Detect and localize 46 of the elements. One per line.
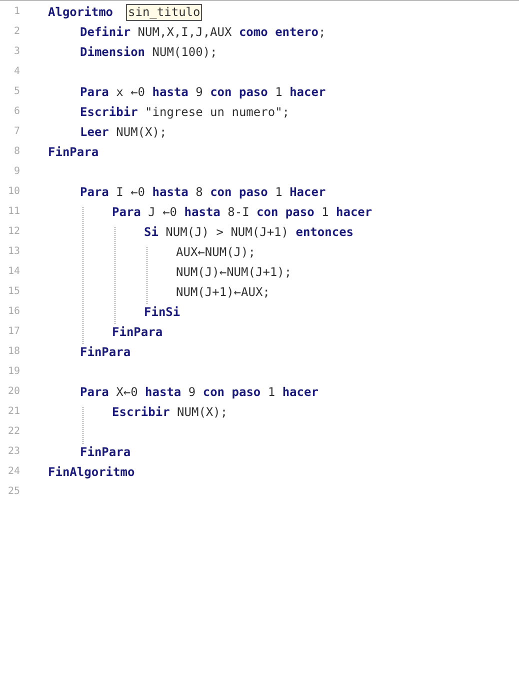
code-line: FinPara — [112, 325, 163, 339]
code-line: Para I ←0 hasta 8 con paso 1 Hacer — [80, 185, 326, 199]
code-line: AUX←NUM(J); — [176, 245, 256, 259]
code-line: FinPara — [48, 145, 99, 159]
line-number: 1 — [12, 6, 20, 17]
line-number: 6 — [12, 106, 20, 117]
code-line: Escribir "ingrese un numero"; — [80, 105, 290, 119]
code-line: Dimension NUM(100); — [80, 45, 218, 59]
line-number: 15 — [6, 286, 20, 297]
line-number: 13 — [6, 246, 20, 257]
line-number: 10 — [6, 186, 20, 197]
line-number: 20 — [6, 386, 20, 397]
code-line: Definir NUM,X,I,J,AUX como entero; — [80, 25, 326, 39]
line-number: 8 — [12, 146, 20, 157]
code-line: FinAlgoritmo — [48, 465, 135, 479]
code-line: NUM(J+1)←AUX; — [176, 285, 270, 299]
line-number: 12 — [6, 226, 20, 237]
line-number: 23 — [6, 446, 20, 457]
line-number: 14 — [6, 266, 20, 277]
line-number: 24 — [6, 466, 20, 477]
code-line: Para J ←0 hasta 8-I con paso 1 hacer — [112, 205, 372, 219]
line-number: 18 — [6, 346, 20, 357]
line-number: 25 — [6, 486, 20, 497]
code-line: Leer NUM(X); — [80, 125, 167, 139]
line-number: 7 — [12, 126, 20, 137]
code-line: FinSi — [144, 305, 180, 319]
line-number: 21 — [6, 406, 20, 417]
code-line: Algoritmo — [48, 5, 114, 19]
line-number: 4 — [12, 66, 20, 77]
line-number: 17 — [6, 326, 20, 337]
line-number: 9 — [12, 166, 20, 177]
code-line: NUM(J)←NUM(J+1); — [176, 265, 292, 279]
line-number: 5 — [12, 86, 20, 97]
line-number: 11 — [6, 206, 20, 217]
code-line: Para X←0 hasta 9 con paso 1 hacer — [80, 385, 318, 399]
identifier-highlight: sin_titulo — [126, 4, 202, 21]
code-line: Si NUM(J) > NUM(J+1) entonces — [144, 225, 354, 239]
code-line: FinPara — [80, 445, 131, 459]
line-number: 22 — [6, 426, 20, 437]
code-line: FinPara — [80, 345, 131, 359]
code-line: Para x ←0 hasta 9 con paso 1 hacer — [80, 85, 326, 99]
code-line: Escribir NUM(X); — [112, 405, 228, 419]
line-number: 2 — [12, 26, 20, 37]
line-number: 16 — [6, 306, 20, 317]
line-number: 19 — [6, 366, 20, 377]
line-number: 3 — [12, 46, 20, 57]
